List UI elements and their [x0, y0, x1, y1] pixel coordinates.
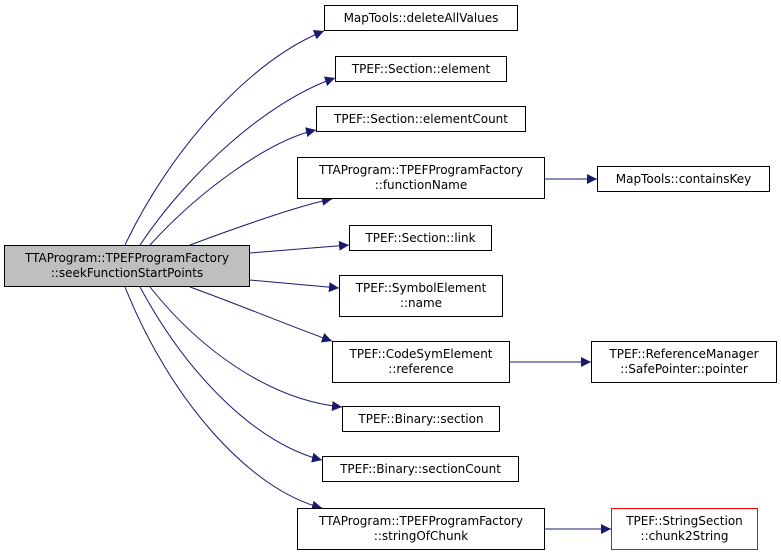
node-label: MapTools::containsKey [615, 171, 752, 186]
node-label-line-1: TTAProgram::TPEFProgramFactory [319, 163, 523, 177]
edge-to-section-link [249, 240, 350, 254]
node-label: TPEF::Binary::sectionCount [340, 461, 501, 476]
edge-to-delete-all-values [124, 30, 325, 246]
node-label: MapTools::deleteAllValues [343, 10, 499, 25]
edge-to-section-count [139, 286, 323, 463]
node-binary-section[interactable]: TPEF::Binary::section [342, 406, 500, 432]
edge-to-string-of-chunk [124, 286, 323, 511]
node-label-line-1: TTAProgram::TPEFProgramFactory [319, 514, 523, 528]
node-label-line-1: TPEF::ReferenceManager [609, 347, 759, 361]
node-maptools-delete-all-values[interactable]: MapTools::deleteAllValues [324, 5, 518, 31]
node-binary-section-count[interactable]: TPEF::Binary::sectionCount [322, 456, 519, 482]
node-label-line-2: ::functionName [374, 178, 468, 192]
node-section-element-count[interactable]: TPEF::Section::elementCount [316, 106, 526, 132]
node-symbol-element-name[interactable]: TPEF::SymbolElement ::name [339, 275, 503, 317]
root-node-line-2: ::seekFunctionStartPoints [50, 266, 204, 280]
node-label-line-2: ::stringOfChunk [373, 529, 469, 543]
node-label-line-1: TPEF::StringSection [626, 514, 743, 528]
node-label: TPEF::Binary::section [358, 411, 484, 426]
node-string-of-chunk[interactable]: TTAProgram::TPEFProgramFactory ::stringO… [297, 508, 545, 550]
node-code-sym-element-reference[interactable]: TPEF::CodeSymElement ::reference [332, 341, 510, 383]
node-string-section-chunk2string[interactable]: TPEF::StringSection ::chunk2String [611, 508, 758, 550]
root-node-seek-function-start-points[interactable]: TTAProgram::TPEFProgramFactory ::seekFun… [4, 245, 250, 287]
node-label-line-2: ::chunk2String [640, 529, 729, 543]
node-label-line-2: ::reference [388, 362, 454, 376]
edge-to-symbol-name [249, 279, 340, 293]
node-section-link[interactable]: TPEF::Section::link [349, 225, 492, 251]
edge-to-binary-section [149, 286, 343, 412]
node-label: TPEF::Section::link [365, 230, 476, 245]
root-node-line-1: TTAProgram::TPEFProgramFactory [25, 251, 229, 265]
node-label-line-1: TPEF::SymbolElement [355, 281, 487, 295]
node-label-line-2: ::name [399, 296, 443, 310]
node-function-name[interactable]: TTAProgram::TPEFProgramFactory ::functio… [297, 157, 545, 199]
node-label-line-2: ::SafePointer::pointer [620, 362, 748, 376]
node-label: TPEF::Section::elementCount [334, 111, 508, 126]
node-maptools-contains-key[interactable]: MapTools::containsKey [597, 166, 770, 192]
edge-to-code-sym-reference [189, 286, 333, 343]
edge-to-function-name [189, 195, 333, 246]
edge-to-section-element [139, 76, 336, 246]
edge-to-element-count [149, 127, 317, 246]
node-label-line-1: TPEF::CodeSymElement [349, 347, 493, 361]
node-safe-pointer-pointer[interactable]: TPEF::ReferenceManager ::SafePointer::po… [591, 341, 777, 383]
node-label: TPEF::Section::element [351, 61, 491, 76]
node-section-element[interactable]: TPEF::Section::element [335, 56, 507, 82]
